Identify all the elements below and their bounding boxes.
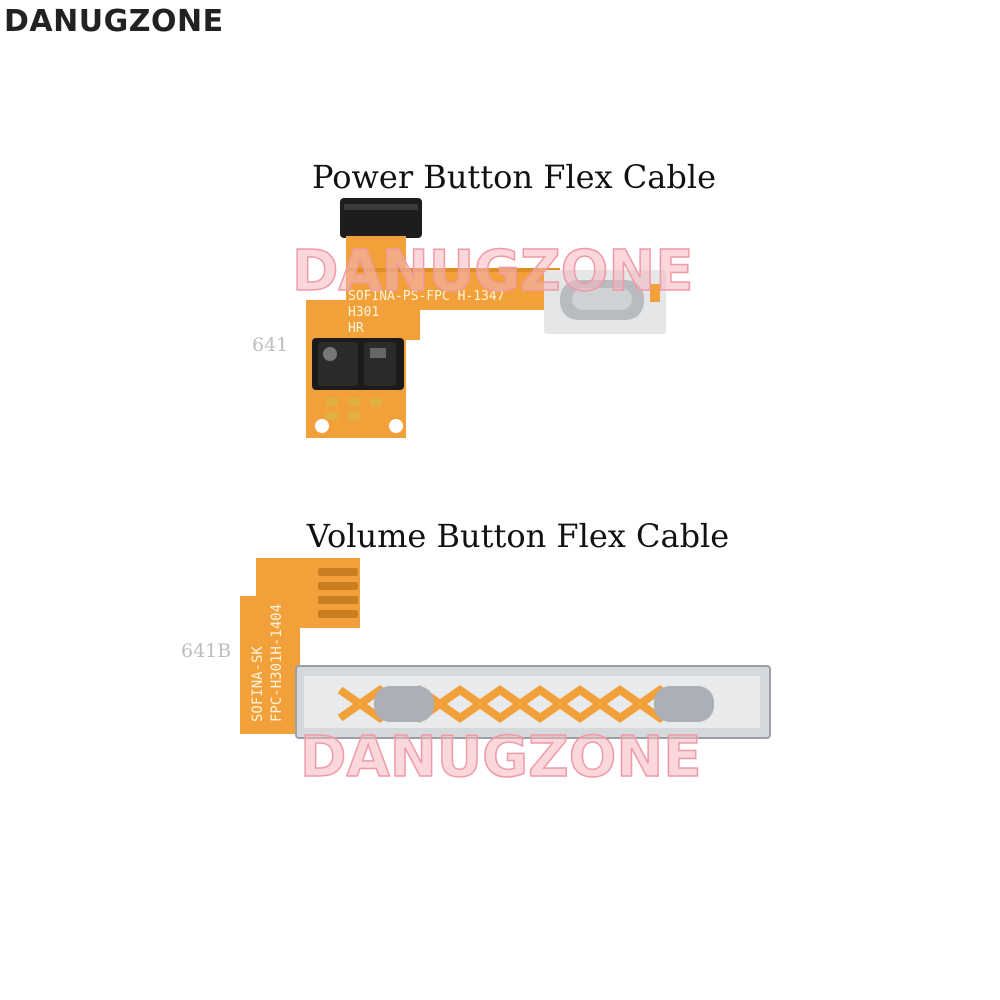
brand-logo: DANUGZONE — [4, 4, 224, 39]
volume-up-dome — [374, 686, 434, 722]
watermark-power: DANUGZONE — [292, 239, 693, 304]
volume-pcb-print-line-2: FPC-H301H-1404 — [269, 604, 285, 722]
watermark-volume: DANUGZONE — [300, 725, 701, 790]
volume-pcb-print-line-1: SOFINA-SK — [250, 646, 266, 722]
power-model-label: 641 — [252, 334, 289, 356]
pcb-print-line-2: H301 — [348, 305, 379, 320]
pcb-print-line-1: SOFINA-PS-FPC H-1347 — [348, 289, 505, 304]
volume-flex-cable: SOFINA-SK FPC-H301H-1404 — [240, 558, 771, 739]
volume-model-label: 641B — [181, 640, 232, 662]
power-flex-cable: SOFINA-PS-FPC H-1347 H301 HR — [306, 198, 666, 438]
power-cable-title: Power Button Flex Cable — [312, 158, 716, 196]
volume-down-dome — [654, 686, 714, 722]
pcb-print-line-3: HR — [348, 321, 364, 336]
volume-cable-title: Volume Button Flex Cable — [306, 517, 730, 555]
volume-ribbon — [240, 596, 300, 734]
